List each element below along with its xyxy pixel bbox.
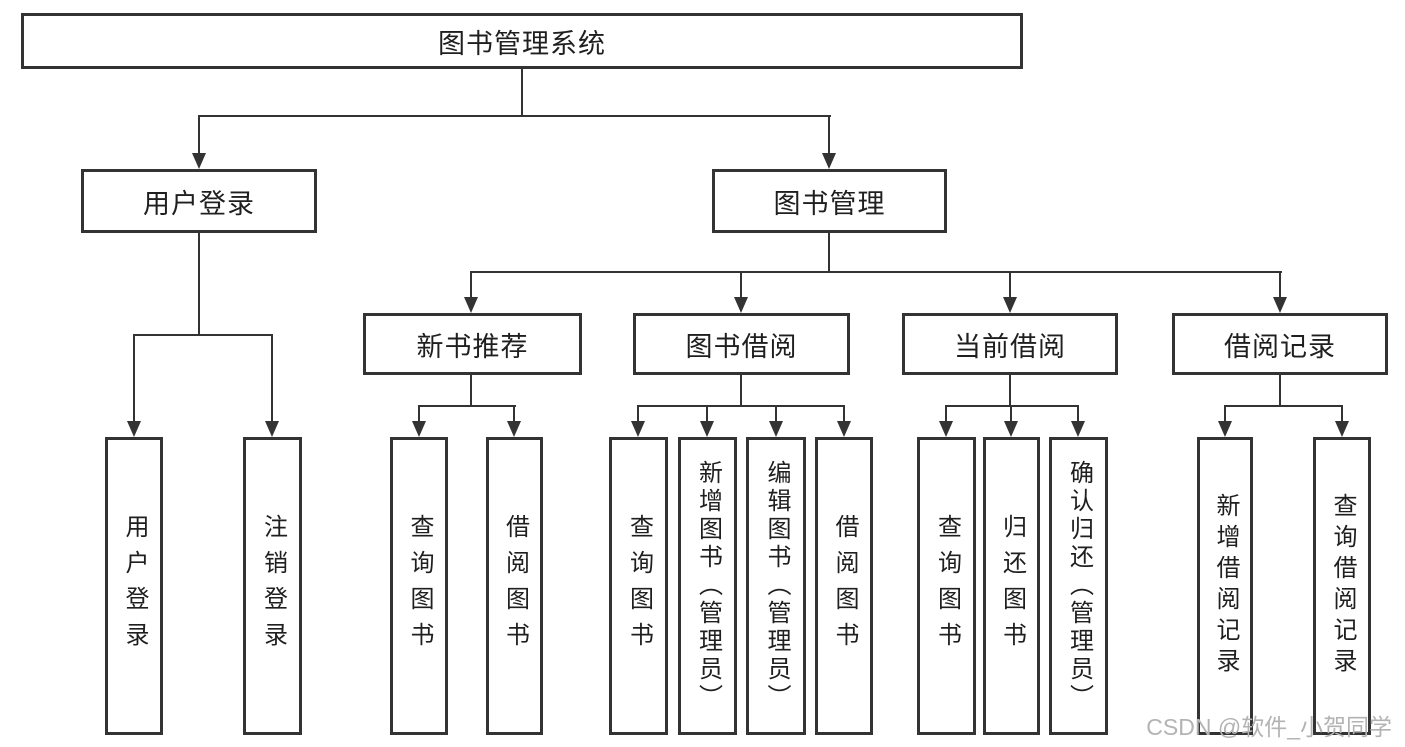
connector-drop-leaf-login xyxy=(133,334,135,421)
connector-drop-nb-query xyxy=(418,405,420,423)
connector-user-login-drop xyxy=(198,233,200,335)
node-book-management-label: 图书管理 xyxy=(773,188,886,219)
connector-book-borrow-bar xyxy=(637,405,845,407)
connector-drop-bb-edit xyxy=(775,405,777,423)
connector-drop-cb-return xyxy=(1010,405,1012,423)
arrowhead-borrow-records xyxy=(1273,297,1287,313)
connector-drop-bb-query xyxy=(637,405,639,423)
leaf-current-return-label: 归还图书 xyxy=(998,514,1026,658)
leaf-borrow-add-admin: 新增图书（管理员） xyxy=(678,437,737,735)
leaf-record-add-label: 新增借阅记录 xyxy=(1212,493,1239,679)
arrowhead-new-book xyxy=(464,297,478,313)
leaf-new-book-borrow-label: 借阅图书 xyxy=(501,514,529,658)
connector-book-management-drop xyxy=(828,233,830,272)
connector-drop-cb-query xyxy=(945,405,947,423)
arrowhead-leaf-logout xyxy=(265,421,279,437)
node-borrow-records-label: 借阅记录 xyxy=(1224,331,1336,362)
leaf-logout: 注销登录 xyxy=(243,437,302,735)
arrowhead-bb-query xyxy=(631,421,645,437)
leaf-borrow-query: 查询图书 xyxy=(609,437,668,735)
connector-drop-leaf-logout xyxy=(271,334,273,421)
node-root: 图书管理系统 xyxy=(21,13,1023,69)
connector-root-drop xyxy=(521,69,523,116)
leaf-borrow-edit-admin: 编辑图书（管理员） xyxy=(746,437,806,735)
connector-drop-bb-borrow xyxy=(843,405,845,423)
arrowhead-book-management xyxy=(822,153,836,169)
connector-borrow-records-drop xyxy=(1279,375,1281,406)
leaf-current-confirm-admin-label: 确认归还（管理员） xyxy=(1065,460,1093,712)
leaf-borrow-query-label: 查询图书 xyxy=(625,514,653,658)
connector-drop-cb-confirm xyxy=(1077,405,1079,423)
arrowhead-current-borrow xyxy=(1003,297,1017,313)
connector-book-borrow-drop xyxy=(740,375,742,406)
connector-borrow-records-bar xyxy=(1224,405,1343,407)
connector-drop-borrow-records xyxy=(1279,271,1281,299)
connector-drop-current-borrow xyxy=(1009,271,1011,299)
node-book-management: 图书管理 xyxy=(712,169,947,233)
leaf-current-query-label: 查询图书 xyxy=(933,514,961,658)
node-current-borrow-label: 当前借阅 xyxy=(954,331,1066,362)
connector-current-borrow-bar xyxy=(945,405,1079,407)
connector-drop-br-add xyxy=(1224,405,1226,423)
arrowhead-user-login xyxy=(192,153,206,169)
node-root-label: 图书管理系统 xyxy=(438,28,606,59)
arrowhead-book-borrow xyxy=(734,297,748,313)
connector-drop-new-book xyxy=(470,271,472,299)
leaf-record-query-label: 查询借阅记录 xyxy=(1329,493,1356,679)
leaf-borrow-borrow-label: 借阅图书 xyxy=(831,514,858,658)
leaf-current-query: 查询图书 xyxy=(917,437,976,735)
leaf-borrow-borrow: 借阅图书 xyxy=(815,437,873,735)
connector-drop-br-query xyxy=(1341,405,1343,423)
connector-user-login-bar xyxy=(133,334,273,336)
leaf-user-login: 用户登录 xyxy=(105,437,163,735)
node-new-book-recommend: 新书推荐 xyxy=(363,313,582,375)
node-new-book-recommend-label: 新书推荐 xyxy=(416,331,529,362)
connector-level3-bar xyxy=(470,271,1282,273)
arrowhead-cb-return xyxy=(1004,421,1018,437)
leaf-record-add: 新增借阅记录 xyxy=(1197,437,1253,735)
connector-drop-nb-borrow xyxy=(513,405,515,423)
connector-current-borrow-drop xyxy=(1009,375,1011,406)
node-user-login: 用户登录 xyxy=(81,169,317,233)
arrowhead-br-add xyxy=(1218,421,1232,437)
leaf-new-book-borrow: 借阅图书 xyxy=(486,437,543,735)
watermark: CSDN @软件_小贺同学 xyxy=(1146,714,1392,740)
leaf-borrow-add-admin-label: 新增图书（管理员） xyxy=(694,460,722,712)
arrowhead-br-query xyxy=(1335,421,1349,437)
connector-drop-book-borrow xyxy=(740,271,742,299)
node-book-borrow: 图书借阅 xyxy=(633,313,850,375)
connector-level2-bar xyxy=(198,115,831,117)
arrowhead-nb-borrow xyxy=(507,421,521,437)
node-borrow-records: 借阅记录 xyxy=(1172,313,1388,375)
arrowhead-nb-query xyxy=(412,421,426,437)
arrowhead-cb-confirm xyxy=(1071,421,1085,437)
leaf-record-query: 查询借阅记录 xyxy=(1313,437,1371,735)
leaf-current-confirm-admin: 确认归还（管理员） xyxy=(1049,437,1108,735)
leaf-logout-label: 注销登录 xyxy=(259,514,287,658)
node-current-borrow: 当前借阅 xyxy=(902,313,1118,375)
arrowhead-leaf-login xyxy=(127,421,141,437)
connector-new-book-drop xyxy=(470,375,472,406)
leaf-new-book-query-label: 查询图书 xyxy=(406,514,433,658)
node-user-login-label: 用户登录 xyxy=(143,188,255,219)
arrowhead-bb-borrow xyxy=(837,421,851,437)
arrowhead-bb-edit xyxy=(769,421,783,437)
node-book-borrow-label: 图书借阅 xyxy=(685,331,798,362)
arrowhead-bb-add xyxy=(700,421,714,437)
leaf-borrow-edit-admin-label: 编辑图书（管理员） xyxy=(763,460,790,712)
connector-drop-user-login xyxy=(198,115,200,153)
connector-drop-book-management xyxy=(828,115,830,153)
connector-new-book-bar xyxy=(418,405,516,407)
leaf-new-book-query: 查询图书 xyxy=(390,437,448,735)
arrowhead-cb-query xyxy=(939,421,953,437)
leaf-user-login-label: 用户登录 xyxy=(121,514,148,658)
connector-drop-bb-add xyxy=(706,405,708,423)
leaf-current-return: 归还图书 xyxy=(983,437,1040,735)
